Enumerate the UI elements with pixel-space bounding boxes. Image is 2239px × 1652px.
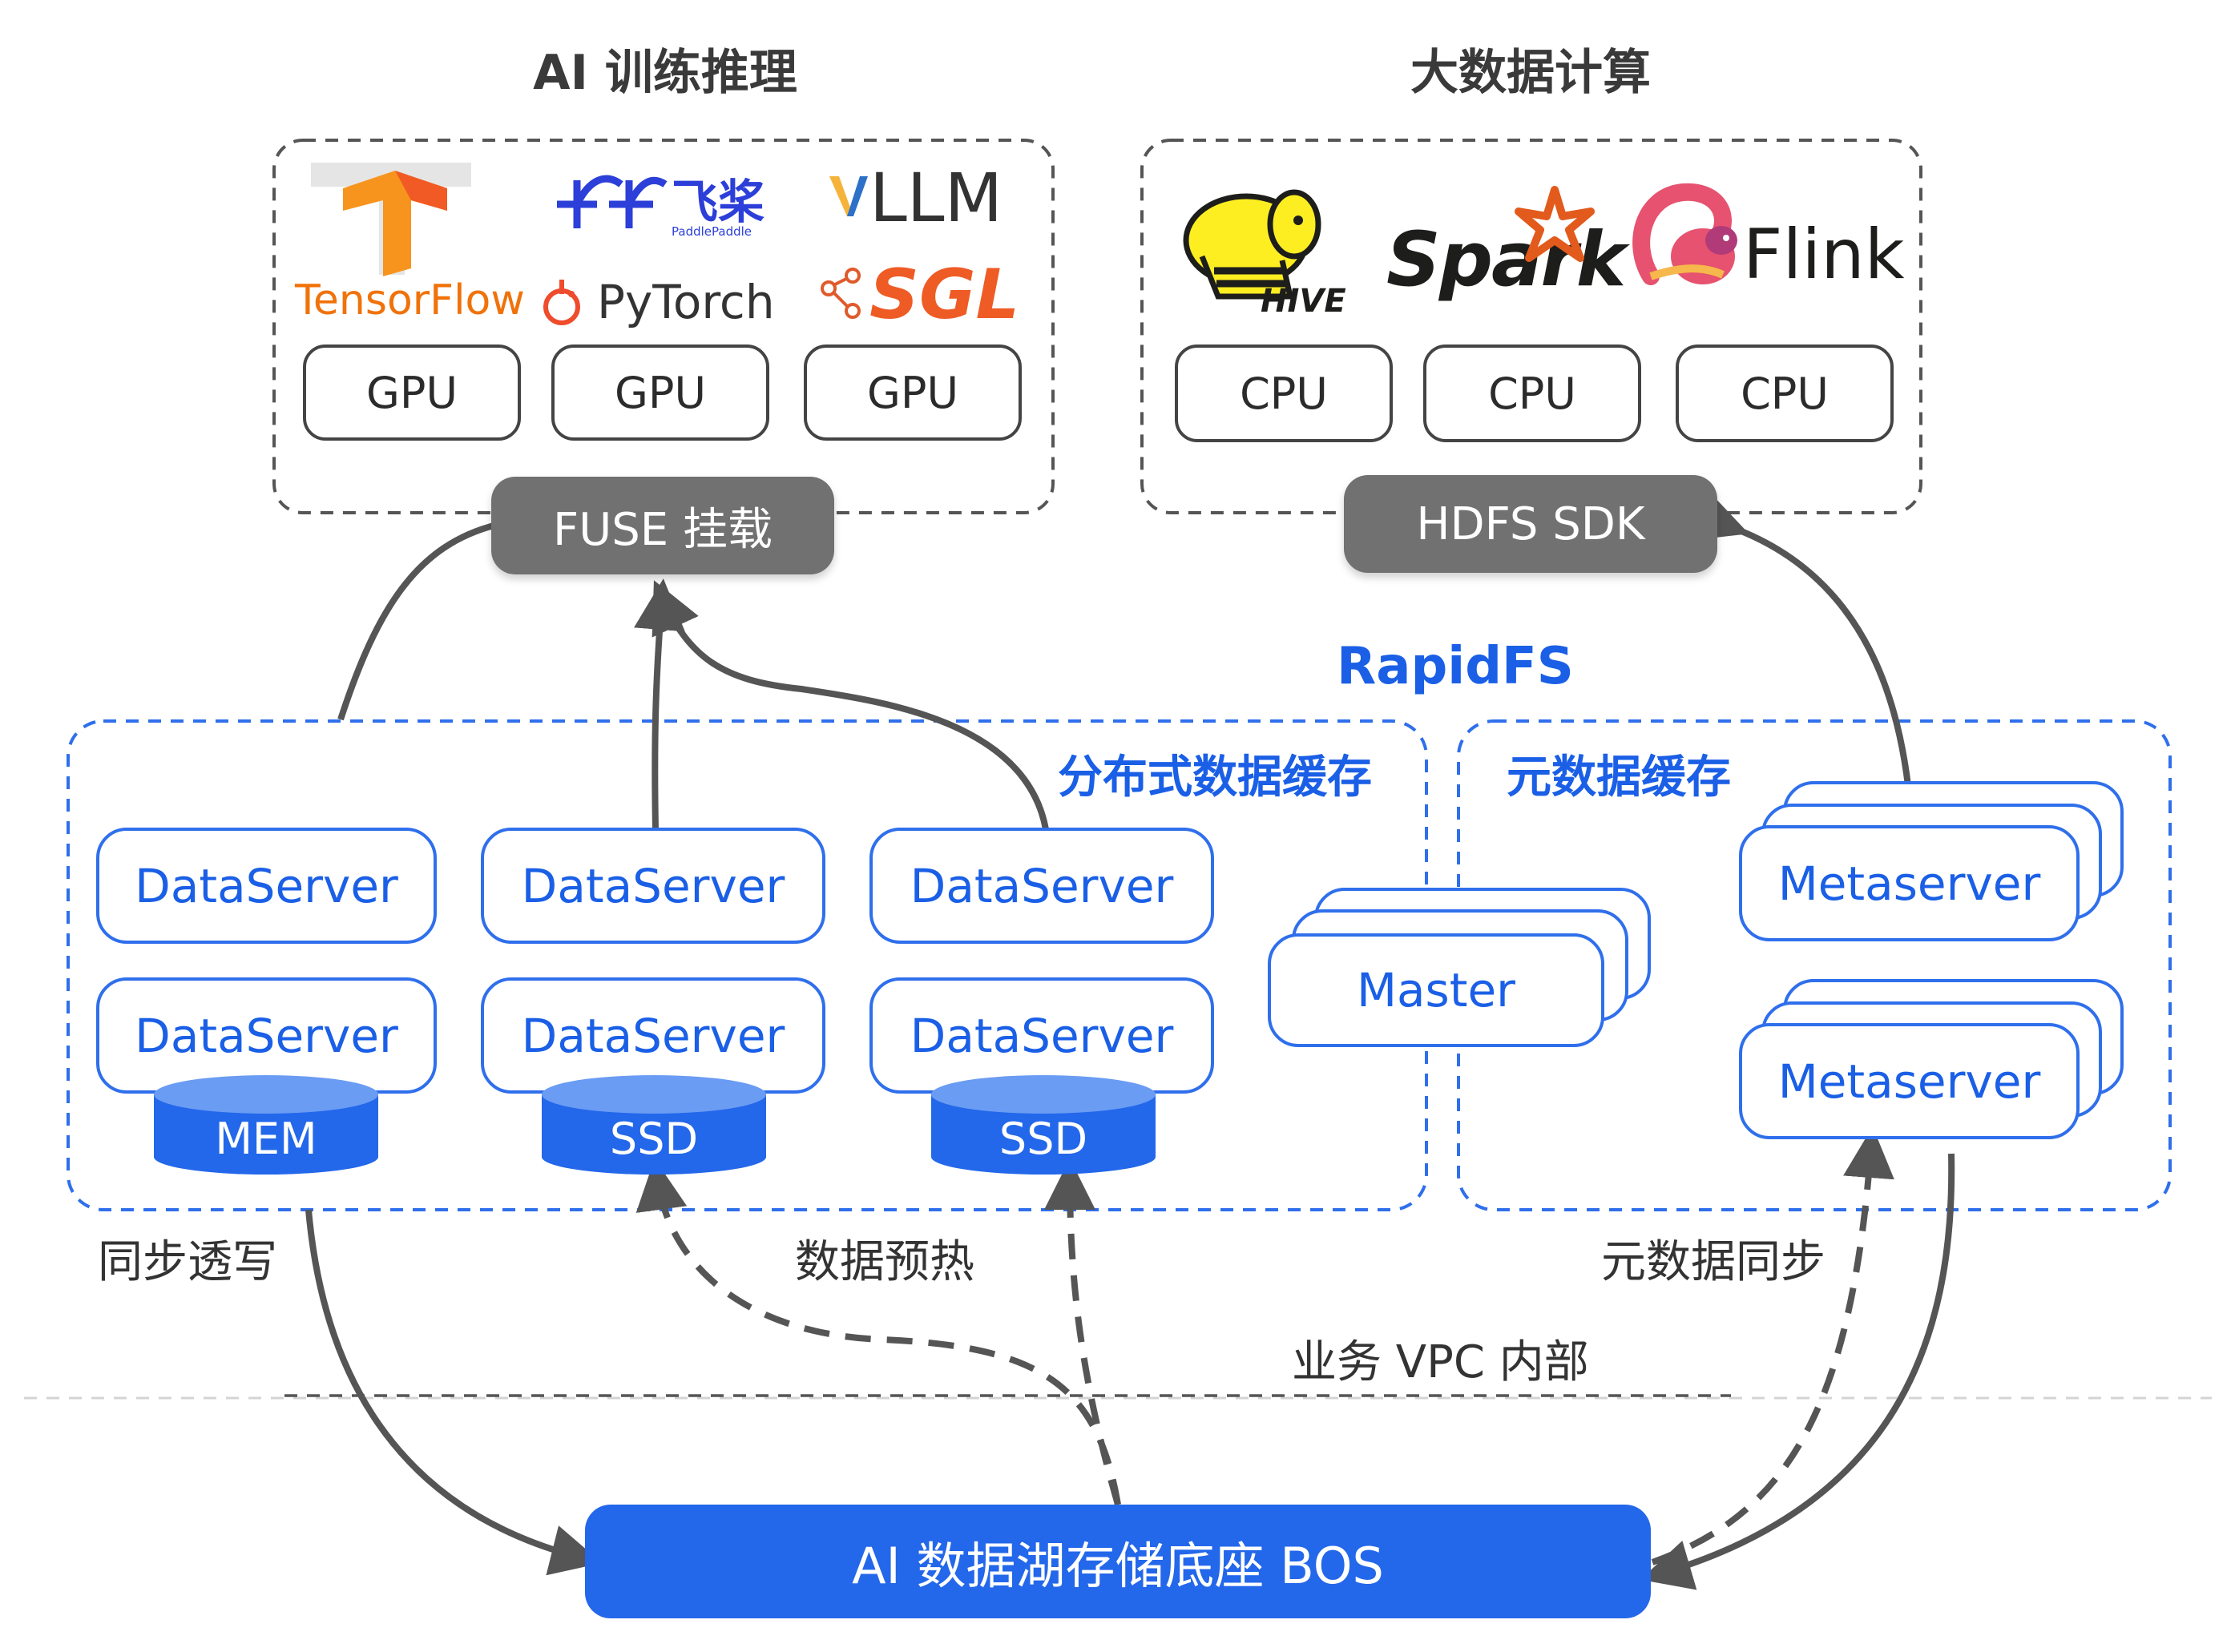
fuse-mount-pill: FUSE 挂载 bbox=[491, 477, 834, 574]
prewarm-label: 数据预热 bbox=[795, 1236, 974, 1288]
ssd-label: SSD bbox=[609, 1114, 699, 1164]
spark-star-logo bbox=[1515, 186, 1595, 269]
vllm-label: LLM bbox=[869, 159, 1003, 237]
database-icon bbox=[931, 1075, 1156, 1175]
paddle-sublabel: PaddlePaddle bbox=[672, 224, 752, 239]
cpu-chip-3: CPU bbox=[1676, 345, 1894, 442]
bigdata-heading: 大数据计算 bbox=[1410, 45, 1651, 101]
meta-cache-title: 元数据缓存 bbox=[1507, 751, 1731, 804]
rapidfs-title: RapidFS bbox=[1337, 637, 1574, 696]
cpu-chip-2: CPU bbox=[1423, 345, 1641, 442]
arrow-ds-to-fuse-left bbox=[337, 522, 498, 721]
ai-heading: AI 训练推理 bbox=[533, 45, 797, 101]
paddle-icon bbox=[557, 175, 668, 228]
arrow-ds-to-fuse-mid bbox=[634, 578, 685, 830]
pytorch-label: PyTorch bbox=[597, 275, 775, 329]
ssd-cylinder bbox=[539, 1072, 769, 1176]
flink-logo bbox=[1627, 180, 1747, 304]
flink-squirrel-icon bbox=[1632, 183, 1737, 285]
sgl-label: SGL bbox=[869, 255, 1020, 335]
gpu-chip-3: GPU bbox=[804, 345, 1022, 441]
arrow-ds-to-fuse-right bbox=[652, 580, 1049, 830]
dataserver-box: DataServer bbox=[481, 828, 825, 944]
master-box: Master bbox=[1268, 933, 1604, 1047]
gpu-chip-2: GPU bbox=[551, 345, 769, 441]
gpu-chip-1: GPU bbox=[303, 345, 521, 441]
dist-cache-title: 分布式数据缓存 bbox=[1058, 751, 1372, 804]
sgl-node-icon bbox=[821, 268, 861, 319]
hdfs-sdk-pill: HDFS SDK bbox=[1344, 475, 1717, 573]
spark-star-icon bbox=[1515, 186, 1595, 262]
arrow-meta-sync-dashed bbox=[1651, 1126, 1894, 1565]
cpu-chip-1: CPU bbox=[1175, 345, 1393, 442]
pytorch-logo bbox=[539, 276, 587, 336]
sgl-logo bbox=[817, 264, 873, 332]
arrow-meta-sync-solid bbox=[1640, 1153, 1955, 1590]
dataserver-box: DataServer bbox=[869, 828, 1214, 944]
arrow-hdfs-metaserver bbox=[1692, 492, 1935, 838]
tensorflow-icon bbox=[311, 163, 471, 276]
paddle-logo bbox=[549, 164, 669, 240]
metaserver-box: Metaserver bbox=[1739, 825, 2080, 941]
paddle-label: 飞桨 bbox=[672, 175, 765, 229]
hive-label: HIVE bbox=[1261, 283, 1346, 320]
flink-label: Flink bbox=[1743, 215, 1905, 295]
pytorch-flame-icon bbox=[543, 280, 580, 325]
tensorflow-logo bbox=[295, 156, 487, 288]
dataserver-box: DataServer bbox=[96, 828, 437, 944]
spark-label: Spark bbox=[1386, 216, 1626, 304]
arrow-prewarm-ssd1 bbox=[635, 1158, 1121, 1505]
hive-bee-icon bbox=[1183, 189, 1321, 300]
arrow-prewarm-ssd2 bbox=[1044, 1158, 1121, 1506]
mem-label: MEM bbox=[215, 1114, 317, 1164]
ssd-cylinder bbox=[928, 1072, 1159, 1176]
vpc-label: 业务 VPC 内部 bbox=[1292, 1336, 1589, 1388]
sync-write-label: 同步透写 bbox=[98, 1236, 277, 1288]
mem-cylinder bbox=[151, 1072, 381, 1176]
meta-sync-label: 元数据同步 bbox=[1601, 1236, 1825, 1288]
hive-logo bbox=[1170, 176, 1330, 324]
vllm-logo bbox=[829, 160, 869, 228]
bos-storage-base: AI 数据湖存储底座 BOS bbox=[585, 1505, 1651, 1618]
ssd-label: SSD bbox=[998, 1114, 1088, 1164]
dataserver-box: DataServer bbox=[869, 977, 1214, 1094]
vllm-v-icon bbox=[829, 176, 868, 216]
arrow-sync-write bbox=[305, 1209, 603, 1576]
metaserver-box: Metaserver bbox=[1739, 1023, 2080, 1139]
database-icon bbox=[154, 1075, 378, 1175]
tensorflow-label: TensorFlow bbox=[295, 276, 525, 324]
database-icon bbox=[542, 1075, 766, 1175]
